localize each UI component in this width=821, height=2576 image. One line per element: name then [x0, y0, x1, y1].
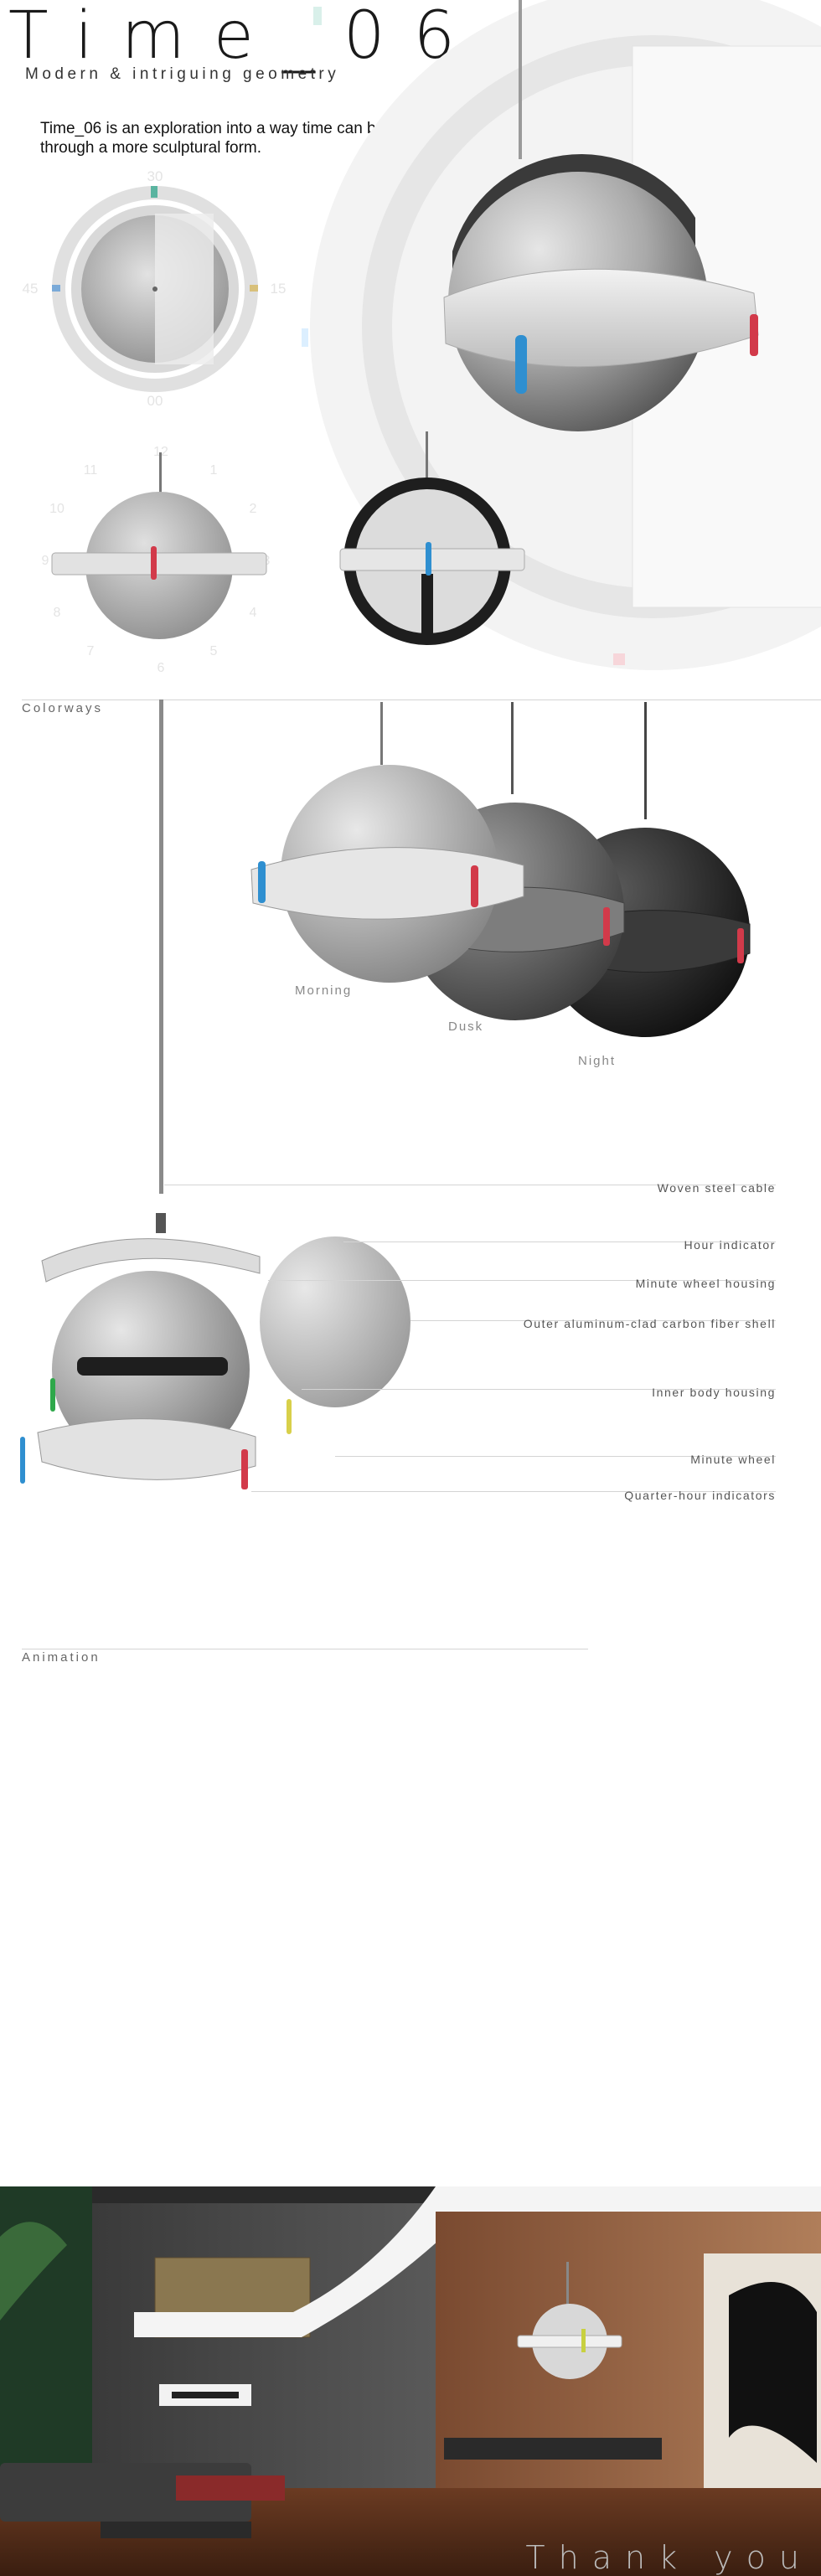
top-marker-north: [151, 186, 157, 198]
hour-tick-9: 9: [42, 554, 49, 568]
thank-you-text: Thank you: [525, 2539, 813, 2576]
exploded-green-indicator: [50, 1378, 55, 1412]
scene-wall-art-shape: [729, 2282, 817, 2463]
exploded-outer-shell: [260, 1236, 410, 1407]
leader-line-minute-housing: [268, 1280, 776, 1281]
scene-lamp-cable: [566, 2262, 569, 2312]
night-cable: [644, 702, 647, 819]
exploded-minute-wheel-housing: [41, 1238, 261, 1283]
minute-tick-30: 30: [147, 168, 163, 184]
hour-tick-6: 6: [157, 661, 165, 675]
dusk-cable: [511, 702, 514, 794]
morning-cable: [380, 702, 383, 765]
morning-red-indicator: [471, 865, 478, 907]
callout-minute-wheel-housing: Minute wheel housing: [635, 1277, 776, 1290]
animation-label: Animation: [22, 1650, 101, 1665]
colorway-dusk-label: Dusk: [448, 1020, 484, 1034]
scene-shelf: [444, 2438, 662, 2460]
colorway-morning-label: Morning: [295, 983, 353, 998]
callout-hour-indicator: Hour indicator: [684, 1238, 776, 1252]
side-blue-indicator: [426, 542, 431, 576]
callout-minute-wheel: Minute wheel: [690, 1453, 776, 1466]
top-half-shell: [155, 214, 214, 364]
hero-marker-bottom: [613, 653, 625, 665]
colorway-night-label: Night: [578, 1054, 617, 1068]
intro-paragraph: Time_06 is an exploration into a way tim…: [40, 120, 457, 157]
exploded-cable-cap: [156, 1213, 166, 1233]
scene-coffee-table: [101, 2522, 251, 2538]
exploded-cable: [159, 699, 163, 1194]
front-minute-wheel: [51, 552, 267, 576]
scene-fireplace-opening: [172, 2392, 239, 2398]
hour-tick-11: 11: [84, 463, 98, 478]
front-cable: [159, 452, 162, 494]
hero-marker-left: [302, 328, 308, 347]
minute-tick-45: 45: [23, 281, 39, 297]
top-marker-west: [52, 285, 60, 292]
exploded-inner-slot: [77, 1357, 228, 1376]
hour-tick-8: 8: [54, 606, 61, 620]
front-view-drawing: 12 1 2 3 4 5 6 7 8 9 10 11: [42, 445, 271, 675]
colorways-render: [250, 702, 751, 1037]
dusk-red-indicator: [603, 907, 610, 946]
side-slot: [421, 574, 433, 641]
page-title: Time_06: [8, 0, 484, 74]
scene-lamp-indicator: [581, 2329, 586, 2352]
scene-ceiling-ribbon: [0, 2186, 821, 2337]
hour-tick-10: 10: [49, 502, 65, 516]
minute-tick-15: 15: [271, 281, 287, 297]
top-view-drawing: 30 15 00 45: [23, 168, 287, 409]
top-marker-east: [250, 285, 258, 292]
leader-line-inner-body: [302, 1389, 776, 1390]
scene-lamp-ring: [517, 2335, 622, 2348]
exploded-render: [20, 1236, 410, 1489]
callout-inner-body-housing: Inner body housing: [652, 1386, 776, 1399]
morning-minute-wheel: [250, 847, 524, 920]
callout-quarter-hour-indicators: Quarter-hour indicators: [624, 1489, 776, 1502]
hour-tick-1: 1: [210, 463, 218, 478]
hour-tick-12: 12: [153, 445, 168, 459]
leader-line-outer-shell: [410, 1320, 776, 1321]
exploded-minute-wheel: [37, 1418, 256, 1480]
hero-render: [302, 0, 821, 670]
hour-tick-4: 4: [250, 606, 257, 620]
side-cable: [426, 431, 428, 490]
hour-tick-2: 2: [250, 502, 257, 516]
scene-plants: [0, 2222, 67, 2320]
interior-scene-render: [0, 2186, 821, 2576]
page-subtitle: Modern & intriguing geometry: [25, 65, 340, 83]
colorways-divider: [22, 699, 821, 700]
hero-cable: [519, 0, 522, 159]
hour-tick-5: 5: [210, 644, 218, 658]
leader-line-minute-wheel: [335, 1456, 776, 1457]
exploded-red-indicator: [241, 1449, 248, 1489]
hour-tick-7: 7: [87, 644, 95, 658]
hero-red-indicator: [750, 314, 758, 356]
hero-blue-indicator: [515, 335, 527, 394]
animation-area: [22, 1671, 801, 2166]
exploded-yellow-indicator: [287, 1399, 292, 1434]
exploded-blue-indicator: [20, 1437, 25, 1484]
hero-marker-top: [313, 7, 322, 25]
side-view-drawing: [339, 431, 525, 645]
top-hub: [152, 287, 157, 292]
side-minute-wheel: [339, 548, 525, 571]
night-red-indicator: [737, 928, 744, 963]
callout-outer-shell: Outer aluminum-clad carbon fiber shell: [523, 1317, 776, 1330]
front-red-indicator: [151, 546, 157, 580]
leader-line-quarter: [251, 1491, 776, 1492]
morning-blue-indicator: [258, 861, 266, 903]
colorways-label: Colorways: [22, 701, 104, 715]
minute-tick-00: 00: [147, 393, 163, 409]
scene-blanket: [176, 2475, 285, 2501]
callout-woven-steel-cable: Woven steel cable: [657, 1181, 776, 1195]
